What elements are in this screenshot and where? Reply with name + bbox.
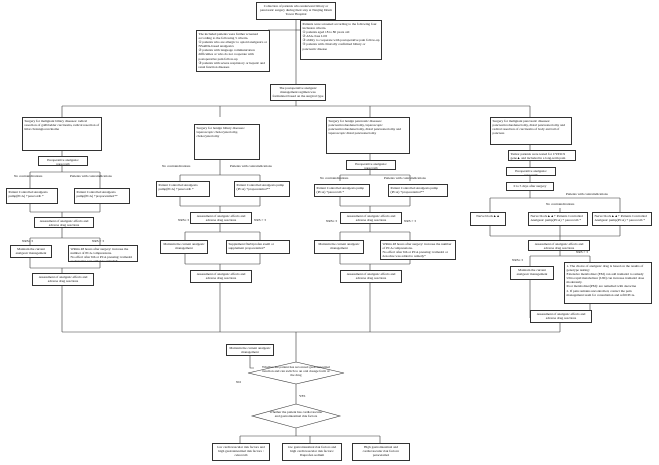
no-contra-label-3: No contraindications (320, 176, 349, 180)
pca-propacetamol-3: Patient Controlled Analgesia pump (PCA) … (388, 184, 448, 197)
nrs-gt-3-label-4: NRS > 3 (576, 250, 588, 254)
with-contra-label-3: Patients with contraindications (384, 176, 426, 180)
preop-analgesia-1: Preoperative analgesia: parecoxib (38, 156, 88, 166)
pca-parecoxib-3: Patient Controlled Analgesia pump (PCA) … (314, 184, 370, 197)
assessment-4: Assessment of analgesic effects and adve… (528, 240, 590, 251)
no-contra-label-4: No contraindications (546, 202, 575, 206)
days-0-5: 0 to 5 days after surgery (506, 182, 554, 191)
pca-propacetamol-2: Patient Controlled Analgesia pump (PCA) … (234, 181, 290, 197)
supplement-2: Supplement flurbiprofen axetil or supple… (226, 240, 290, 254)
preop-analgesia-3: Preoperative analgesia: parecoxib (346, 160, 396, 170)
outcome-paracetamol: High gastrointestinal and cardiovascular… (352, 443, 410, 461)
nrs-le-3-label-2: NRS≤ 3 (178, 218, 189, 222)
surgery-malignant-biliary: Surgery for malignant biliary diseases: … (22, 117, 102, 151)
no-label: NO (236, 380, 241, 384)
nerve-block-pca-b: Nerve block▲▲+ Patients Controlled Analg… (592, 212, 652, 226)
nrs-gt-3-label-3: NRS > 3 (404, 219, 416, 223)
outcome-celecoxib: low cardiovascular risk factors and high… (212, 443, 270, 461)
with-contra-label-4: Patients with contraindications (566, 192, 608, 196)
decision-diamond-risk (250, 403, 342, 429)
maintain-final: Maintain the current analgesic managemen… (226, 344, 274, 356)
genotype-remedy: 1. The choice of analgesic drug is based… (564, 262, 652, 304)
nrs-le-3-label-3: NRS≤ 3 (326, 219, 337, 223)
nerve-block-only: Nerve block▲▲ (470, 212, 506, 226)
tumor-cyp2c9: Tumor patients were tested for CYP2C9 ge… (508, 150, 576, 161)
nrs-gt-3-label-1: NRS > 3 (92, 239, 104, 243)
within-48h-1: Within 48 hours after surgery: increase … (68, 245, 138, 262)
exclusion-box: The included patients were further scree… (196, 30, 270, 72)
preop-analgesia-4: Preoperative analgesia: parecoxib (506, 167, 556, 176)
nrs-gt-3-label-2: NRS > 3 (254, 218, 266, 222)
decision-risk-text: Whether the patient has cardiovascular a… (269, 410, 323, 418)
surgery-benign-biliary: Surgery for benign biliary diseases: lap… (194, 124, 260, 160)
nrs-le-3-label-1: NRS≤ 3 (22, 239, 33, 243)
yes-label: YES (299, 394, 306, 398)
inclusion-box: Patients were screened according to the … (300, 20, 382, 60)
regimen-box: The postoperative analgesic management r… (270, 84, 326, 101)
nrs-le-3-label-4: NRS≤ 3 (512, 258, 523, 262)
pca-parecoxib-2: Patient Controlled Analgesia pump(PCA) +… (156, 181, 210, 197)
maintain-2: Maintain the current analgesic managemen… (160, 240, 208, 254)
assessment-2-2: Assessment of analgesic effects and adve… (190, 270, 252, 283)
nerve-block-pca-a: Nerve block▲▲+ Patients Controlled Analg… (528, 212, 588, 226)
maintain-3: Maintain the current analgesic managemen… (314, 240, 364, 254)
assessment-2-3: Assessment of analgesic effects and adve… (340, 270, 402, 283)
outcome-ibuprofen: low gastrointestinal risk factors and hi… (282, 443, 342, 461)
pca-propacetamol-1: Patient Controlled Analgesia pump(PCA) +… (74, 188, 130, 204)
decision-diamond-oral (247, 361, 345, 385)
maintain-1: Maintain the current analgesic managemen… (10, 245, 52, 258)
surgery-malignant-pancreatic: Surgery for malignant pancreatic disease… (490, 117, 572, 145)
surgery-benign-pancreatic: Surgery for benign pancreatic diseases: … (326, 117, 410, 154)
no-contra-label-1: No contraindications (14, 174, 43, 178)
assessment-2-1: Assessment of analgesic effects and adve… (32, 273, 94, 286)
with-contra-label-2: Patients with contraindications (230, 164, 272, 168)
assessment-3: Assessment of analgesic effects and adve… (340, 212, 402, 224)
collection-box: Collection of patients who underwent bil… (256, 2, 336, 20)
decision-oral-text: Whether the patient has recovered gastro… (262, 365, 330, 377)
pca-parecoxib-1: Patient Controlled Analgesia pump(PCA) +… (6, 188, 58, 204)
maintain-4: Maintain the current analgesic managemen… (510, 266, 554, 280)
assessment-b2: Assessment of analgesic effects and adve… (190, 212, 252, 224)
assessment-2-4: Assessment of analgesic effects and adve… (530, 310, 592, 323)
assessment-1: Assessment of analgesic effects and adve… (34, 217, 94, 228)
no-contra-label-2: No contraindications (162, 164, 191, 168)
with-contra-label-1: Patients with contraindications (70, 174, 112, 178)
within-48h-3: Within 48 hours after surgery: increase … (380, 240, 456, 260)
